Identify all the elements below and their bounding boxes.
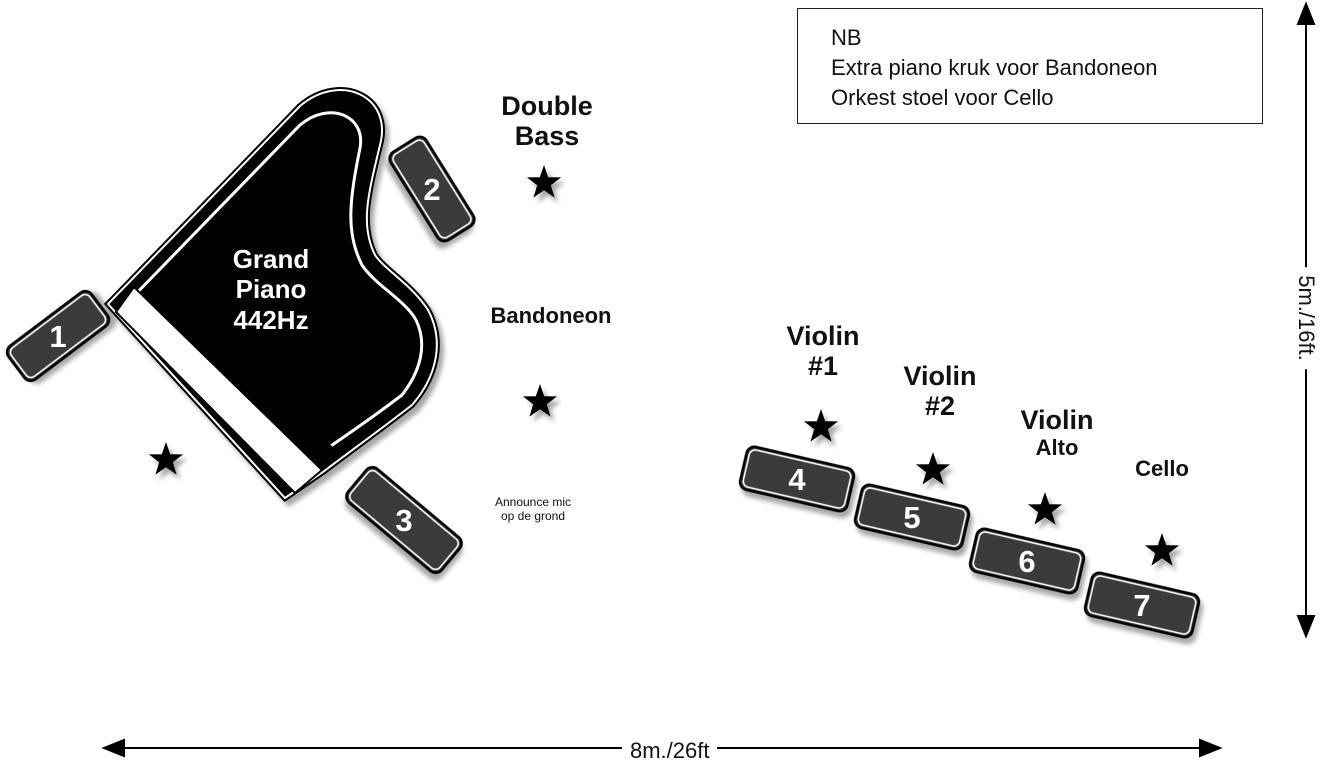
- piano-black-key: [282, 414, 311, 443]
- piano-label-line1: Grand: [232, 244, 310, 274]
- violin1-star-icon: [803, 409, 839, 442]
- announce-mic-label: Announce mic op de grond: [494, 495, 572, 524]
- monitor-wedge-7: [1083, 571, 1201, 639]
- double-bass-label: Double Bass: [501, 91, 593, 151]
- monitor-wedge-5: [853, 483, 971, 551]
- monitor-number-2: 2: [423, 172, 440, 207]
- piano-black-key: [258, 391, 287, 420]
- monitor-number-3: 3: [395, 503, 412, 538]
- double-bass-line1: Double: [501, 91, 593, 121]
- violin2-line2: #2: [924, 390, 956, 421]
- piano-label-line2: Piano: [235, 274, 307, 305]
- monitor-number-1: 1: [49, 319, 66, 354]
- note-title: NB: [831, 25, 862, 50]
- depth-dimension-label: 5m./16ft.: [1293, 267, 1319, 369]
- piano-label-line3: 442Hz: [233, 304, 309, 335]
- piano-star-icon: [148, 442, 184, 475]
- monitor-wedge-1: [5, 289, 111, 383]
- piano-black-key: [235, 368, 264, 397]
- announce-mic-line2: op de grond: [500, 508, 566, 523]
- monitor-wedge-4: [738, 445, 856, 513]
- violin-alto-label: Violin Alto: [1020, 405, 1094, 460]
- violin-alto-line1: Violin: [1020, 405, 1094, 435]
- violin2-label: Violin #2: [903, 361, 977, 421]
- note-line-bandoneon: Extra piano kruk voor Bandoneon: [831, 55, 1158, 80]
- double-bass-line2: Bass: [514, 120, 580, 151]
- cello-label: Cello: [1135, 456, 1189, 481]
- piano-black-key: [188, 322, 217, 351]
- violin1-label: Violin #1: [786, 321, 860, 381]
- piano-black-key: [211, 345, 240, 374]
- grand-piano: [103, 87, 440, 502]
- piano-black-key: [141, 276, 170, 306]
- piano-label: Grand Piano 442Hz: [233, 244, 310, 335]
- width-dimension-label: 8m./26ft: [622, 738, 718, 764]
- double-bass-star-icon: [526, 165, 562, 198]
- bandoneon-label: Bandoneon: [490, 303, 612, 328]
- piano-black-key: [164, 299, 193, 329]
- violin-alto-star-icon: [1027, 492, 1063, 525]
- violin1-line2: #1: [807, 350, 839, 381]
- monitor-wedge-6: [968, 527, 1086, 595]
- cello-star-icon: [1144, 533, 1180, 566]
- monitor-number-4: 4: [788, 462, 806, 497]
- monitor-number-7: 7: [1133, 588, 1150, 623]
- monitor-number-6: 6: [1018, 544, 1035, 579]
- piano-black-key: [305, 436, 334, 466]
- violin1-line1: Violin: [786, 321, 860, 351]
- note-line-cello: Orkest stoel voor Cello: [831, 85, 1054, 110]
- monitor-number-5: 5: [903, 500, 920, 535]
- note-box: NB Extra piano kruk voor Bandoneon Orkes…: [797, 8, 1263, 124]
- monitor-wedge-2: [388, 135, 476, 243]
- monitor-wedge-3: [345, 465, 463, 575]
- violin-alto-line2: Alto: [1035, 434, 1079, 460]
- violin2-star-icon: [915, 452, 951, 485]
- violin2-line1: Violin: [903, 361, 977, 391]
- bandoneon-star-icon: [522, 384, 558, 417]
- announce-mic-line1: Announce mic: [494, 495, 572, 509]
